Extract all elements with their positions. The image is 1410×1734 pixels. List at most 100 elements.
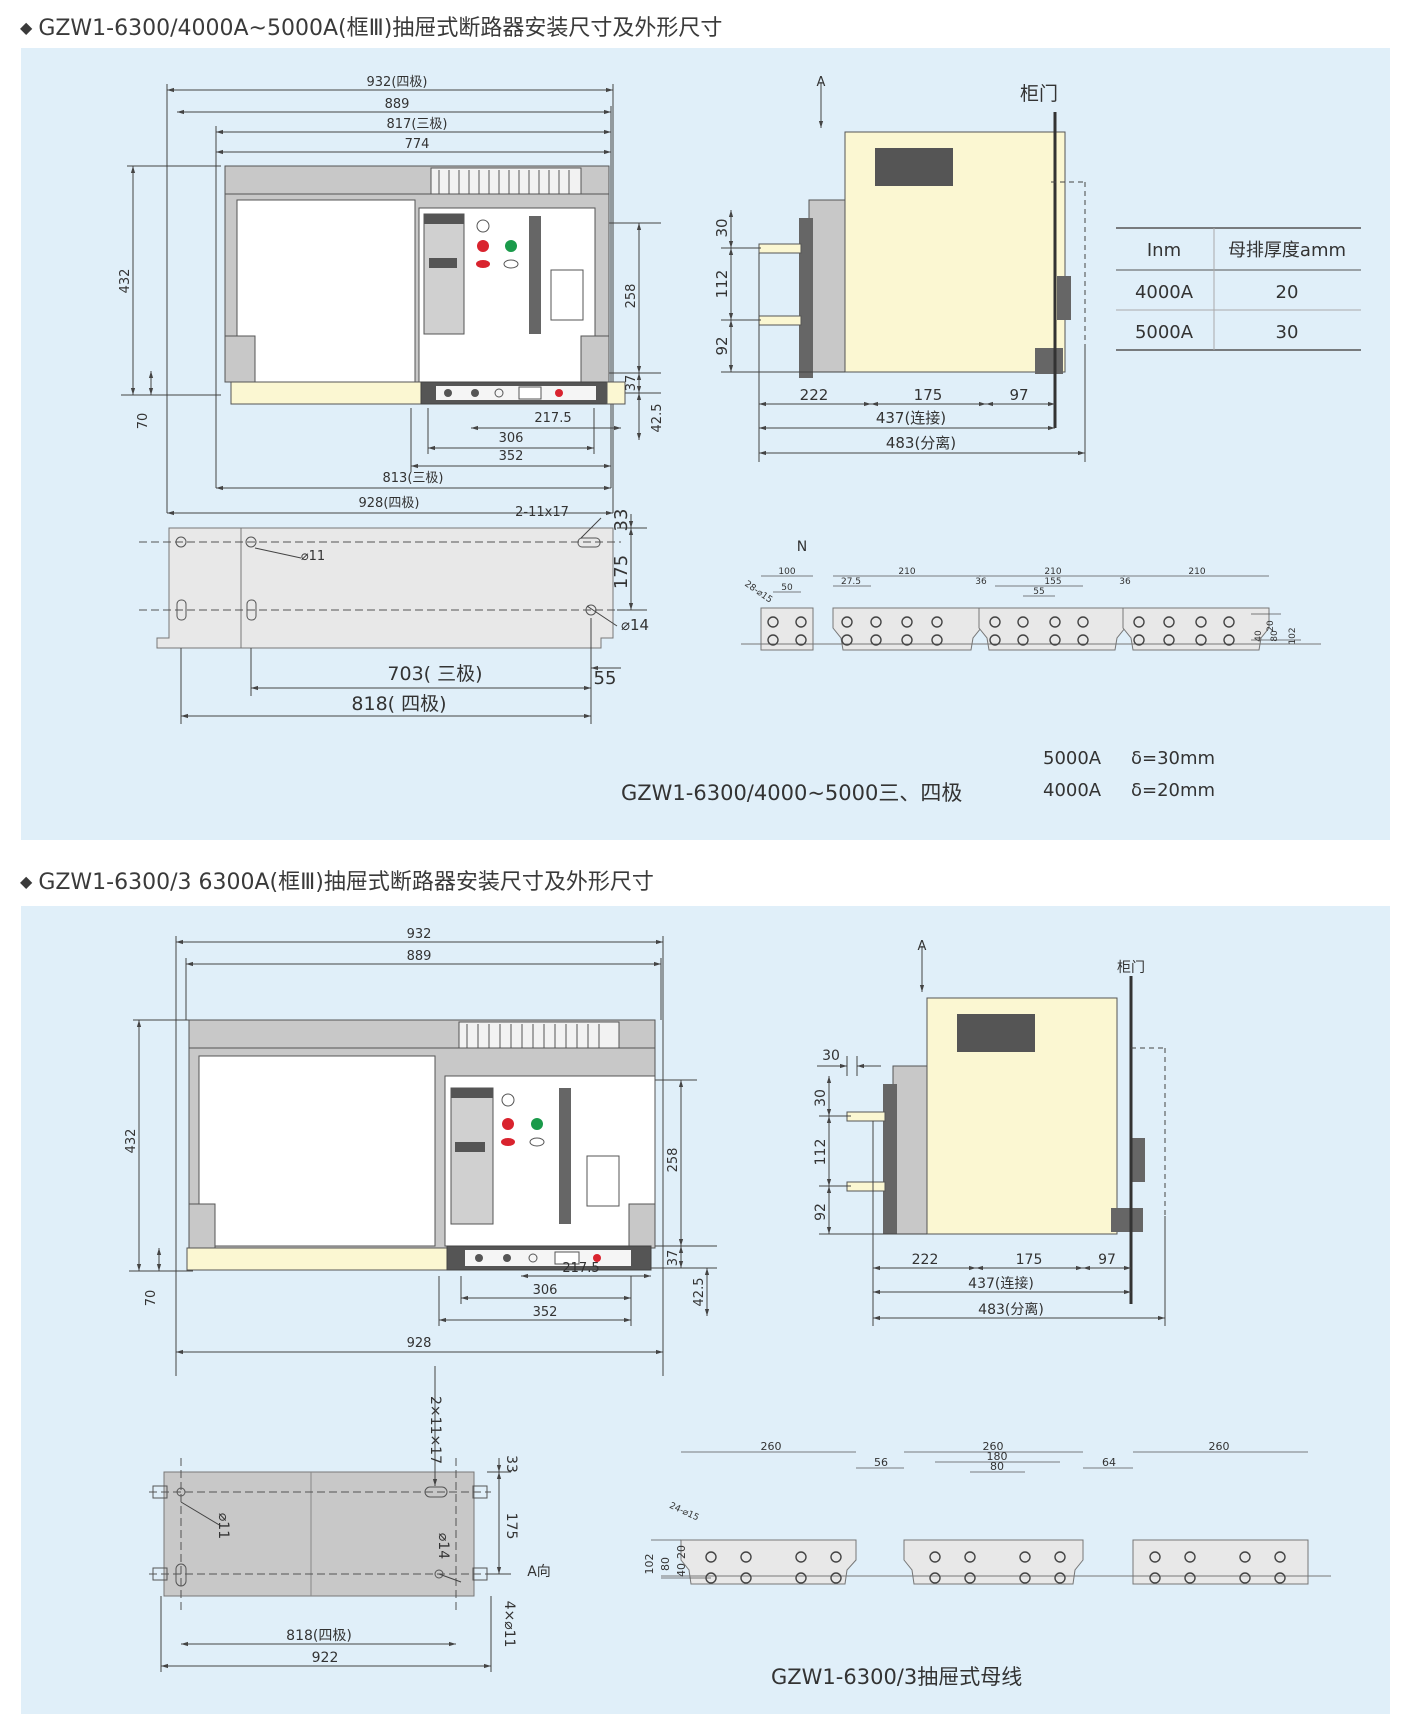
dim-42-5: 42.5 xyxy=(692,1278,707,1307)
dim-889: 889 xyxy=(385,97,410,112)
bus-dim-36b: 36 xyxy=(1119,577,1131,587)
section2-heading-text: GZW1-6300/3 6300A(框Ⅲ)抽屉式断路器安装尺寸及外形尺寸 xyxy=(38,870,654,895)
base-dim-33: 33 xyxy=(611,509,632,532)
dim-889: 889 xyxy=(407,949,432,964)
bus-dim-102: 102 xyxy=(1288,627,1298,644)
dim-70: 70 xyxy=(144,1290,159,1307)
door-label: 柜门 xyxy=(1020,83,1058,105)
side-dim-483: 483(分离) xyxy=(886,434,956,452)
dim-432: 432 xyxy=(118,269,133,294)
dim-42-5: 42.5 xyxy=(650,404,665,433)
base-slot-label: 2×11×17 xyxy=(427,1396,443,1464)
busbar-layout xyxy=(741,575,1321,651)
side-dim-222: 222 xyxy=(912,1252,939,1268)
section2-heading: ◆ GZW1-6300/3 6300A(框Ⅲ)抽屉式断路器安装尺寸及外形尺寸 xyxy=(20,864,654,896)
dim-217-5: 217.5 xyxy=(534,411,571,426)
base-slot-label: 2-11x17 xyxy=(515,505,569,520)
dim-258: 258 xyxy=(624,284,639,309)
base-hole-11: ⌀11 xyxy=(215,1513,231,1539)
side-dim-112: 112 xyxy=(713,270,731,299)
mounting-base xyxy=(139,527,621,649)
side-dim-483: 483(分离) xyxy=(978,1301,1044,1318)
diamond-bullet-icon: ◆ xyxy=(20,18,33,37)
side-dim-175: 175 xyxy=(1016,1252,1043,1268)
base-dim-818: 818( 四极) xyxy=(351,693,446,715)
side-dim-92: 92 xyxy=(813,1203,829,1221)
dim-352: 352 xyxy=(533,1305,558,1320)
base-hole-14: ⌀14 xyxy=(621,616,649,634)
bus-dim-260a: 260 xyxy=(761,1440,782,1453)
base-holes-label: 4×⌀11 xyxy=(501,1601,517,1648)
dim-306: 306 xyxy=(533,1283,558,1298)
section1-drawing: 932(四极) 889 817(三极) 774 432 70 258 37 42… xyxy=(118,75,1361,805)
section1-caption: GZW1-6300/4000~5000三、四极 xyxy=(621,781,962,805)
arrow-a-label: A xyxy=(918,939,927,954)
section1-heading-text: GZW1-6300/4000A~5000A(框Ⅲ)抽屉式断路器安装尺寸及外形尺寸 xyxy=(38,16,723,41)
section2-caption: GZW1-6300/3抽屉式母线 xyxy=(771,1665,1022,1689)
bus-holes: 24-⌀15 xyxy=(667,1501,700,1523)
section2-panel: 932 889 432 70 258 37 42.5 217.5 306 352… xyxy=(21,906,1390,1714)
side-dim-437: 437(连接) xyxy=(876,409,946,427)
bus-dim-56: 56 xyxy=(874,1456,888,1469)
section1-heading: ◆ GZW1-6300/4000A~5000A(框Ⅲ)抽屉式断路器安装尺寸及外形尺… xyxy=(20,10,722,42)
bus-dim-64: 64 xyxy=(1102,1456,1116,1469)
base-hole-14: ⌀14 xyxy=(435,1533,451,1559)
bus-dim-20: 20 xyxy=(1266,620,1276,632)
dim-352: 352 xyxy=(499,449,524,464)
dim-306: 306 xyxy=(499,431,524,446)
base-dim-55: 55 xyxy=(594,668,617,689)
table-cell: 20 xyxy=(1276,282,1299,303)
dim-37: 37 xyxy=(666,1250,681,1267)
table-header-thickness: 母排厚度amm xyxy=(1228,240,1346,261)
side-view-breaker-6300 xyxy=(846,976,1145,1304)
bus-dim-40: 40 xyxy=(1254,630,1264,642)
table-header-inm: Inm xyxy=(1147,240,1181,261)
dim-932: 932(四极) xyxy=(367,75,428,90)
dim-928: 928(四极) xyxy=(359,496,420,511)
base-dim-33: 33 xyxy=(503,1455,519,1473)
bus-dim-80h: 80 xyxy=(990,1460,1004,1473)
side-view-breaker xyxy=(758,112,1071,428)
base-dim-703: 703( 三极) xyxy=(387,663,482,685)
side-dim-97: 97 xyxy=(1009,386,1028,404)
base-hole-11: ⌀11 xyxy=(301,549,325,564)
bus-dim-36a: 36 xyxy=(975,577,987,587)
side-dim-112: 112 xyxy=(813,1139,829,1166)
side-dim-30: 30 xyxy=(713,218,731,237)
bus-dim-260b: 260 xyxy=(983,1440,1004,1453)
bus-dim-260c: 260 xyxy=(1209,1440,1230,1453)
side-dim-97: 97 xyxy=(1098,1252,1116,1268)
dim-774: 774 xyxy=(405,137,430,152)
table-cell: 4000A xyxy=(1135,282,1194,303)
side-dim-30: 30 xyxy=(813,1089,829,1107)
busbar-thickness-table xyxy=(1116,227,1361,351)
bus-dim-80: 80 xyxy=(659,1557,672,1571)
note-delta-20: δ=20mm xyxy=(1131,780,1215,801)
bus-dim-27-5: 27.5 xyxy=(841,577,861,587)
table-cell: 5000A xyxy=(1135,322,1194,343)
mounting-base-6300 xyxy=(149,1458,491,1612)
arrow-a-label: A xyxy=(817,75,826,90)
diamond-bullet-icon: ◆ xyxy=(20,872,33,891)
dim-217-5: 217.5 xyxy=(562,1261,599,1276)
note-5000a: 5000A xyxy=(1043,748,1102,769)
bus-dim-20: 20 xyxy=(675,1545,688,1559)
door-label: 柜门 xyxy=(1117,960,1145,976)
bus-dim-155: 155 xyxy=(1044,577,1061,587)
side-dim-222: 222 xyxy=(800,386,829,404)
dim-258: 258 xyxy=(666,1148,681,1173)
bus-dim-210b: 210 xyxy=(1044,567,1061,577)
side-dim-437: 437(连接) xyxy=(968,1275,1034,1292)
bus-dim-55: 55 xyxy=(1033,587,1044,597)
dim-817: 817(三极) xyxy=(387,117,448,132)
bus-dim-210c: 210 xyxy=(1188,567,1205,577)
table-cell: 30 xyxy=(1276,322,1299,343)
note-4000a: 4000A xyxy=(1043,780,1102,801)
base-dim-922: 922 xyxy=(312,1650,339,1666)
base-dim-175: 175 xyxy=(503,1513,519,1540)
dim-432: 432 xyxy=(124,1129,139,1154)
side-dim-175: 175 xyxy=(914,386,943,404)
section2-drawing: 932 889 432 70 258 37 42.5 217.5 306 352… xyxy=(124,927,1331,1689)
bus-dim-180: 180 xyxy=(987,1450,1008,1463)
bus-dim-100: 100 xyxy=(778,567,795,577)
